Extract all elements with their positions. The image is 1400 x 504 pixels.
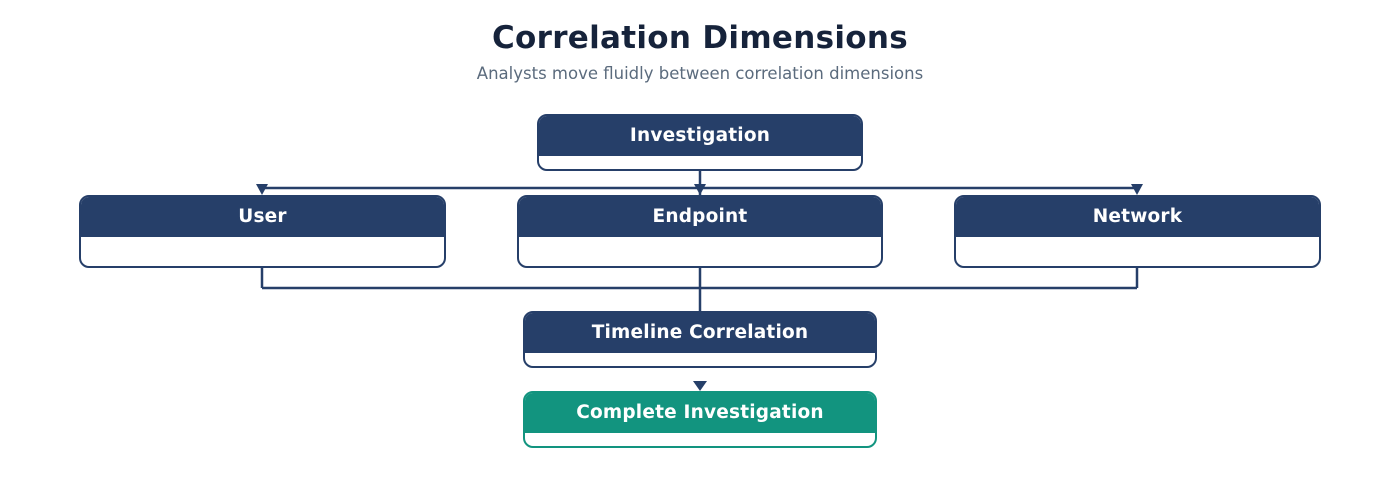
node-investigation-label: Investigation (539, 116, 861, 156)
node-network-label: Network (956, 197, 1319, 237)
arrow-to-user (256, 184, 268, 195)
arrow-to-endpoint (694, 184, 706, 195)
node-user-label: User (81, 197, 444, 237)
diagram-title: Correlation Dimensions (491, 20, 909, 56)
node-complete-investigation-label: Complete Investigation (525, 393, 875, 433)
arrow-to-network (1131, 184, 1143, 195)
node-timeline-correlation: Timeline Correlation (523, 311, 877, 368)
node-investigation: Investigation (537, 114, 863, 171)
node-network: Network (954, 195, 1321, 268)
node-endpoint: Endpoint (517, 195, 883, 268)
diagram-subtitle: Analysts move fluidly between correlatio… (476, 64, 924, 83)
node-complete-investigation: Complete Investigation (523, 391, 877, 448)
node-endpoint-label: Endpoint (519, 197, 881, 237)
node-user: User (79, 195, 446, 268)
node-timeline-correlation-label: Timeline Correlation (525, 313, 875, 353)
arrow-to-complete (693, 381, 707, 391)
